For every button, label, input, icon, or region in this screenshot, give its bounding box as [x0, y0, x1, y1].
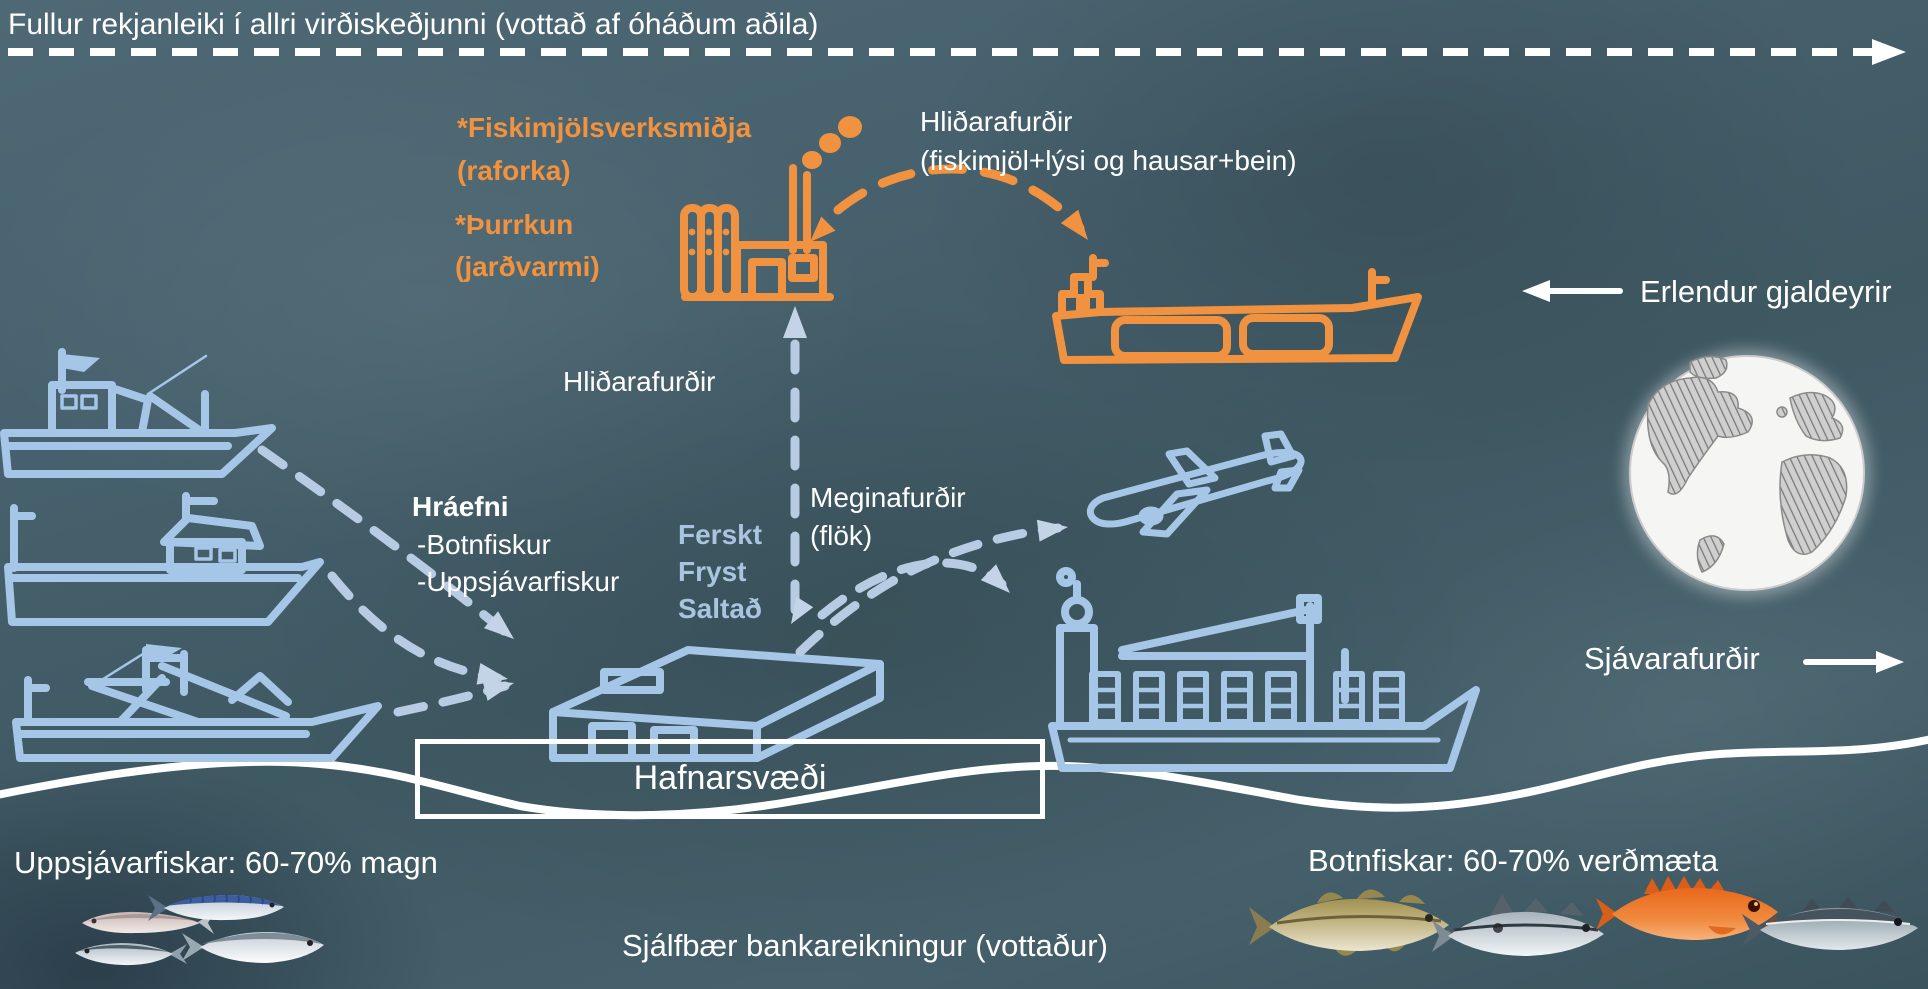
- main-product-sea-arrow: [817, 558, 1010, 620]
- harbor-area-box: Hafnarsvæði: [415, 739, 1045, 819]
- processing-frozen-label: Fryst: [678, 556, 747, 587]
- bulk-carrier-ship-icon: [1052, 254, 1422, 364]
- demersal-fish-group: [1249, 876, 1918, 956]
- fishing-vessel-icon-3: [12, 644, 382, 762]
- pelagic-fish-mackerel-icon: [148, 894, 284, 921]
- fishmeal-factory-icon: [680, 116, 862, 301]
- shoreline-wave: [0, 735, 1928, 820]
- pelagic-share-label: Uppsjávarfiskar: 60-70% magn: [14, 845, 438, 880]
- byproducts-top-detail: (fiskimjöl+lýsi og hausar+bein): [920, 145, 1297, 176]
- geothermal-label: (jarðvarmi): [455, 251, 600, 282]
- main-products-detail: (flök): [810, 520, 873, 551]
- harbor-label: Hafnarsvæði: [633, 759, 827, 798]
- raw-material-pelagic: -Uppsjávarfiskur: [417, 566, 620, 597]
- seafood-export-label: Sjávarafurðir: [1584, 641, 1760, 676]
- traceability-title: Fullur rekjanleiki í allri virðiskeðjunn…: [8, 8, 819, 41]
- demersal-fish-redfish-icon: [1596, 876, 1778, 940]
- demersal-fish-cod-icon: [1249, 889, 1456, 956]
- drying-label: *Þurrkun: [455, 209, 574, 240]
- fishmeal-factory-label: *Fiskimjölsverksmiðja: [457, 112, 752, 143]
- seafood-export-arrow: [1803, 651, 1904, 673]
- main-products-label: Meginafurðir: [810, 482, 966, 513]
- airplane-icon: [1086, 430, 1305, 538]
- container-ship-icon: [1048, 567, 1480, 772]
- sustainable-bank-label: Sjálfbær bankareikningur (vottaður): [622, 928, 1108, 963]
- fishmeal-energy-label: (raforka): [457, 155, 571, 186]
- byproduct-flow-arrow: [810, 164, 1088, 242]
- processing-salted-label: Saltað: [678, 593, 763, 624]
- demersal-fish-haddock-icon: [1432, 894, 1604, 956]
- pelagic-fish-small-herring-icon: [75, 943, 187, 966]
- byproducts-top-label: Hliðarafurðir: [920, 106, 1073, 137]
- demersal-fish-saithe-icon: [1742, 896, 1918, 950]
- raw-material-title: Hráefni: [412, 491, 509, 522]
- fishing-vessel-icon-2: [4, 492, 324, 626]
- byproduct-upflow-arrow: [783, 306, 814, 624]
- pelagic-fish-herring-icon: [182, 931, 324, 963]
- processing-fresh-label: Ferskt: [678, 519, 763, 550]
- raw-material-flow-arrow-1: [257, 445, 514, 639]
- byproducts-mid-label: Hliðarafurðir: [563, 366, 716, 397]
- globe-icon: [1623, 349, 1871, 597]
- foreign-currency-label: Erlendur gjaldeyrir: [1640, 274, 1892, 309]
- pelagic-fish-group: [75, 894, 324, 966]
- fishing-vessel-icon-1: [0, 348, 276, 478]
- raw-material-flow-arrow-2: [327, 571, 508, 685]
- raw-material-flow-arrow-3: [393, 679, 514, 717]
- demersal-share-label: Botnfiskar: 60-70% verðmæta: [1308, 843, 1719, 878]
- foreign-currency-arrow: [1522, 280, 1623, 302]
- traceability-arrow: [8, 39, 1906, 65]
- raw-material-demersal: -Botnfiskur: [417, 529, 551, 560]
